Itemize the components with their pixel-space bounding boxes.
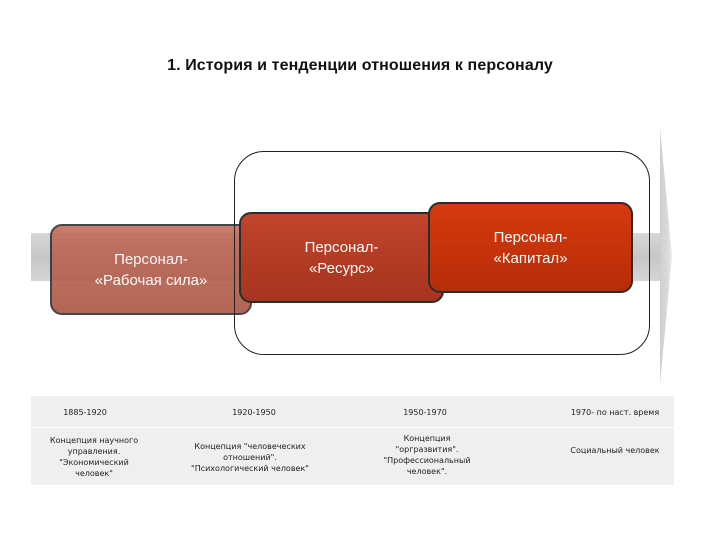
concept-scientific-management: Концепция научного управления. "Экономич…: [49, 436, 139, 478]
period-1950-1970: 1950-1970: [403, 408, 447, 417]
period-1885-1920: 1885-1920: [63, 408, 107, 417]
timeline-arrow-head: [660, 128, 672, 384]
timeline-panel: [31, 396, 674, 485]
modern-approach-frame: [234, 151, 650, 355]
period-1920-1950: 1920-1950: [232, 408, 276, 417]
concept-social-person: Социальный человек: [570, 446, 660, 455]
stage-box-capital: Персонал- «Капитал»: [428, 202, 633, 293]
concept-human-relations: Концепция "человеческих отношений". "Пси…: [191, 442, 309, 473]
stage-box-workforce: Персонал- «Рабочая сила»: [50, 224, 252, 315]
timeline-divider: [31, 427, 674, 428]
period-1970-present: 1970- по наст. время: [570, 408, 660, 417]
stage-label-capital: Персонал- «Капитал»: [493, 228, 568, 267]
stage-label-workforce: Персонал- «Рабочая сила»: [94, 250, 208, 289]
concept-org-development: Концепция "оргразвития". "Профессиональн…: [383, 434, 471, 476]
page-title: 1. История и тенденции отношения к персо…: [167, 57, 553, 74]
stage-label-resource: Персонал- «Ресурс»: [304, 238, 379, 277]
stage-box-resource: Персонал- «Ресурс»: [239, 212, 444, 303]
